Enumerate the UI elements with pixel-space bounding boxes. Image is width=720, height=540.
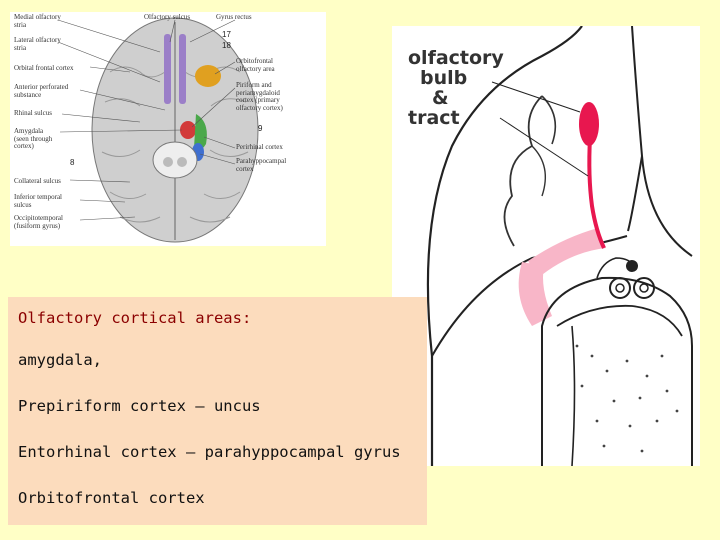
item-prepiriform-cortex: Prepiriform cortex – uncus bbox=[18, 397, 261, 415]
olfactory-tract-figure: olfactory bulb & tract bbox=[392, 26, 700, 466]
label-tract: tract bbox=[408, 107, 460, 129]
label-gyrus-rectus: Gyrus rectus bbox=[216, 13, 252, 21]
label-amygdala: Amygdala (seen through cortex) bbox=[14, 127, 53, 150]
figure-number-9: 9 bbox=[258, 124, 263, 133]
item-entorhinal-cortex: Entorhinal cortex – parahyppocampal gyru… bbox=[18, 443, 401, 461]
label-medial-olfactory-stria: Medial olfactory stria bbox=[14, 13, 61, 29]
label-piriform-cortex: Piriform and periamygdaloid cortex (prim… bbox=[236, 81, 283, 112]
figure-number-8: 8 bbox=[70, 158, 75, 167]
label-rhinal-sulcus: Rhinal sulcus bbox=[14, 109, 52, 117]
figure-number-18: 18 bbox=[222, 41, 231, 50]
item-amygdala: amygdala, bbox=[18, 351, 102, 369]
olfactory-tract-drawing bbox=[426, 26, 693, 466]
ventral-brain-drawing bbox=[57, 17, 259, 243]
label-lateral-olfactory-stria: Lateral olfactory stria bbox=[14, 36, 61, 52]
label-inferior-temporal-sulcus: Inferior temporal sulcus bbox=[14, 193, 63, 209]
label-collateral-sulcus: Collateral sulcus bbox=[14, 177, 61, 185]
label-orbitofrontal-olfactory-area: Orbitofrontal olfactory area bbox=[236, 57, 275, 73]
label-perirhinal-cortex: Perirhinal cortex bbox=[236, 143, 283, 151]
item-orbitofrontal-cortex: Orbitofrontal cortex bbox=[18, 489, 205, 507]
label-olfactory: olfactory bbox=[408, 47, 504, 69]
olfactory-bulb-tract-label: olfactory bulb & tract bbox=[408, 48, 504, 128]
label-anterior-perforated-substance: Anterior perforated substance bbox=[14, 83, 69, 99]
label-ampersand: & bbox=[432, 87, 449, 109]
ventral-brain-figure: Medial olfactory stria Lateral olfactory… bbox=[10, 12, 326, 246]
label-parahippocampal-cortex: Parahyppocampal cortex bbox=[236, 157, 287, 173]
label-bulb: bulb bbox=[420, 67, 468, 89]
box-heading: Olfactory cortical areas: bbox=[18, 309, 252, 327]
label-occipitotemporal: Occipitotemporal (fusiform gyrus) bbox=[14, 214, 63, 230]
figure-number-17: 17 bbox=[222, 30, 231, 39]
label-orbital-frontal-cortex: Orbital frontal cortex bbox=[14, 64, 74, 72]
label-olfactory-sulcus: Olfactory sulcus bbox=[144, 13, 191, 21]
olfactory-cortical-areas-box: Olfactory cortical areas: amygdala, Prep… bbox=[8, 297, 427, 525]
